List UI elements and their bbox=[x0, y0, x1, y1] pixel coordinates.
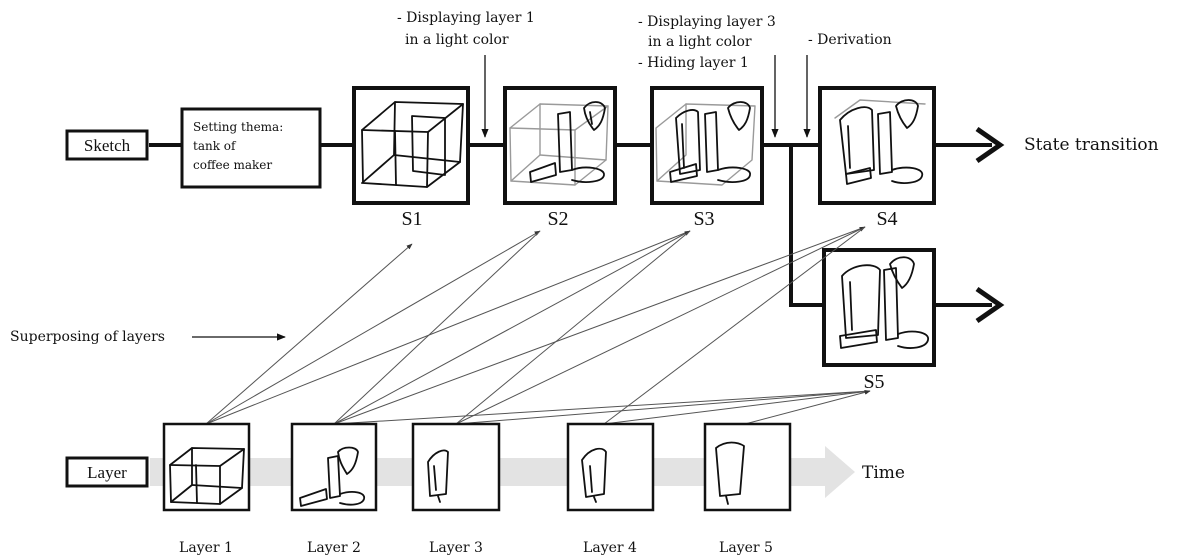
cube-sketch-icon bbox=[361, 101, 464, 188]
state-s4-label: S4 bbox=[876, 208, 897, 230]
layer-3-label: Layer 3 bbox=[429, 540, 483, 556]
layer-5-box bbox=[703, 422, 792, 512]
layer-4-box bbox=[566, 422, 655, 512]
theme-line-1: Setting thema: bbox=[193, 120, 283, 134]
layer-1-box bbox=[162, 422, 251, 512]
annotation-1-line-2: in a light color bbox=[405, 32, 509, 48]
state-s5-label: S5 bbox=[863, 371, 884, 393]
derivation-branch bbox=[789, 145, 1005, 324]
state-s4-box bbox=[818, 86, 936, 205]
sketch-label: Sketch bbox=[84, 136, 131, 155]
theme-box: Setting thema: tank of coffee maker bbox=[180, 107, 322, 189]
theme-line-2: tank of bbox=[193, 139, 237, 153]
state-transition-label: State transition bbox=[1024, 135, 1159, 155]
annotation-arrows bbox=[481, 55, 811, 138]
layer-5-label: Layer 5 bbox=[719, 540, 773, 556]
state-s1-box bbox=[352, 86, 470, 205]
theme-line-3: coffee maker bbox=[193, 158, 272, 172]
light-layer-sketch-icon bbox=[655, 103, 756, 186]
coffee-maker-s4-icon bbox=[839, 99, 924, 185]
layer-2-label: Layer 2 bbox=[307, 540, 361, 556]
layer-1-label: Layer 1 bbox=[179, 540, 233, 556]
annotation-2-line-1: - Displaying layer 3 bbox=[638, 14, 776, 30]
layer-1-cube-icon bbox=[169, 447, 245, 505]
superposing-label: Superposing of layers bbox=[10, 329, 165, 345]
layer-3-tank-icon bbox=[427, 449, 449, 503]
coffee-maker-stand-icon bbox=[529, 101, 606, 183]
layer-4-label: Layer 4 bbox=[583, 540, 637, 556]
layer-2-box bbox=[290, 422, 378, 512]
annotation-derivation: - Derivation bbox=[808, 32, 892, 48]
layer-5-tank-icon bbox=[715, 441, 745, 505]
coffee-maker-s5-icon bbox=[839, 256, 929, 349]
layer-label-box: Layer bbox=[65, 456, 149, 488]
superposition-lines bbox=[205, 226, 871, 425]
state-s2-label: S2 bbox=[547, 208, 568, 230]
state-s5-box bbox=[822, 248, 936, 367]
layer-4-tank-icon bbox=[581, 447, 607, 503]
layer-3-box bbox=[411, 422, 501, 512]
annotation-1-line-1: - Displaying layer 1 bbox=[397, 10, 535, 26]
annotation-2-line-3: - Hiding layer 1 bbox=[638, 55, 749, 71]
state-s3-label: S3 bbox=[693, 208, 714, 230]
coffee-maker-tank-icon bbox=[669, 101, 751, 183]
layer-label: Layer bbox=[87, 463, 127, 482]
layer-2-stand-icon bbox=[299, 446, 365, 507]
state-s3-box bbox=[650, 86, 764, 205]
light-outline-icon bbox=[834, 99, 926, 119]
state-s2-box bbox=[503, 86, 617, 205]
sketch-label-box: Sketch bbox=[65, 129, 149, 161]
annotation-2-line-2: in a light color bbox=[648, 34, 752, 50]
time-label: Time bbox=[862, 463, 905, 483]
light-cube-sketch-icon bbox=[509, 103, 609, 186]
state-s1-label: S1 bbox=[401, 208, 422, 230]
